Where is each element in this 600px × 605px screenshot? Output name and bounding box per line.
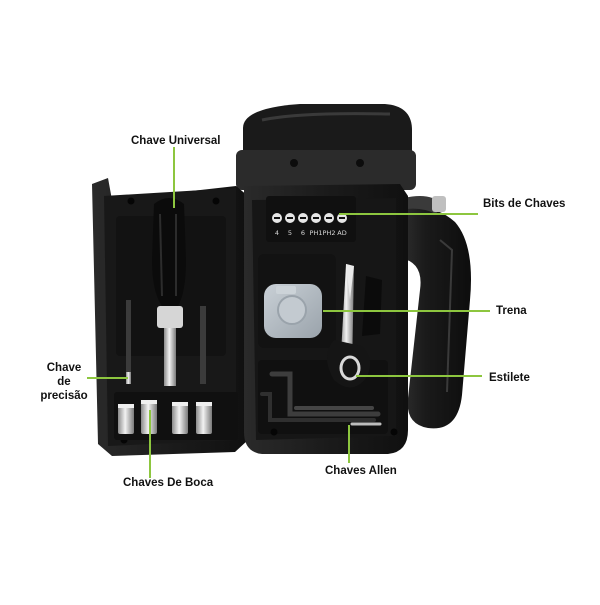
label-chave-universal: Chave Universal: [131, 135, 221, 147]
bit-label-3: 6: [300, 229, 306, 237]
bit-label-4: PH1: [309, 229, 323, 237]
label-chave-de-precisao: Chave de precisão: [38, 361, 90, 403]
bit-label-1: 4: [274, 229, 280, 237]
bit-2-slot: [287, 217, 293, 219]
lamp-head: [236, 104, 416, 190]
tape-measure: [264, 284, 322, 338]
precision-screwdrivers: [126, 300, 206, 384]
bit-5-slot: [326, 217, 332, 219]
label-chaves-allen: Chaves Allen: [325, 465, 397, 477]
label-chave-de-precisao-line-1: Chave: [46, 362, 82, 374]
bit-label-6: AD: [337, 229, 347, 237]
bit-label-2: 5: [287, 229, 293, 237]
label-chave-de-precisao-line-3: precisão: [40, 390, 88, 402]
bit-label-5: PH2: [322, 229, 336, 237]
flashlight-handle: [395, 196, 471, 429]
label-chave-de-precisao-line-2: de: [57, 376, 71, 388]
label-estilete: Estilete: [489, 372, 530, 384]
label-bits-de-chaves: Bits de Chaves: [483, 198, 566, 210]
bit-1-slot: [274, 217, 280, 219]
bit-set: [272, 213, 347, 223]
allen-keys: [260, 371, 382, 426]
label-chaves-de-boca: Chaves De Boca: [123, 477, 214, 489]
label-trena: Trena: [496, 305, 527, 317]
bit-4-slot: [313, 217, 319, 219]
universal-screwdriver: [152, 198, 186, 386]
leader-lines: [87, 147, 490, 478]
bit-3-slot: [300, 217, 306, 219]
bit-6-slot: [339, 217, 345, 219]
